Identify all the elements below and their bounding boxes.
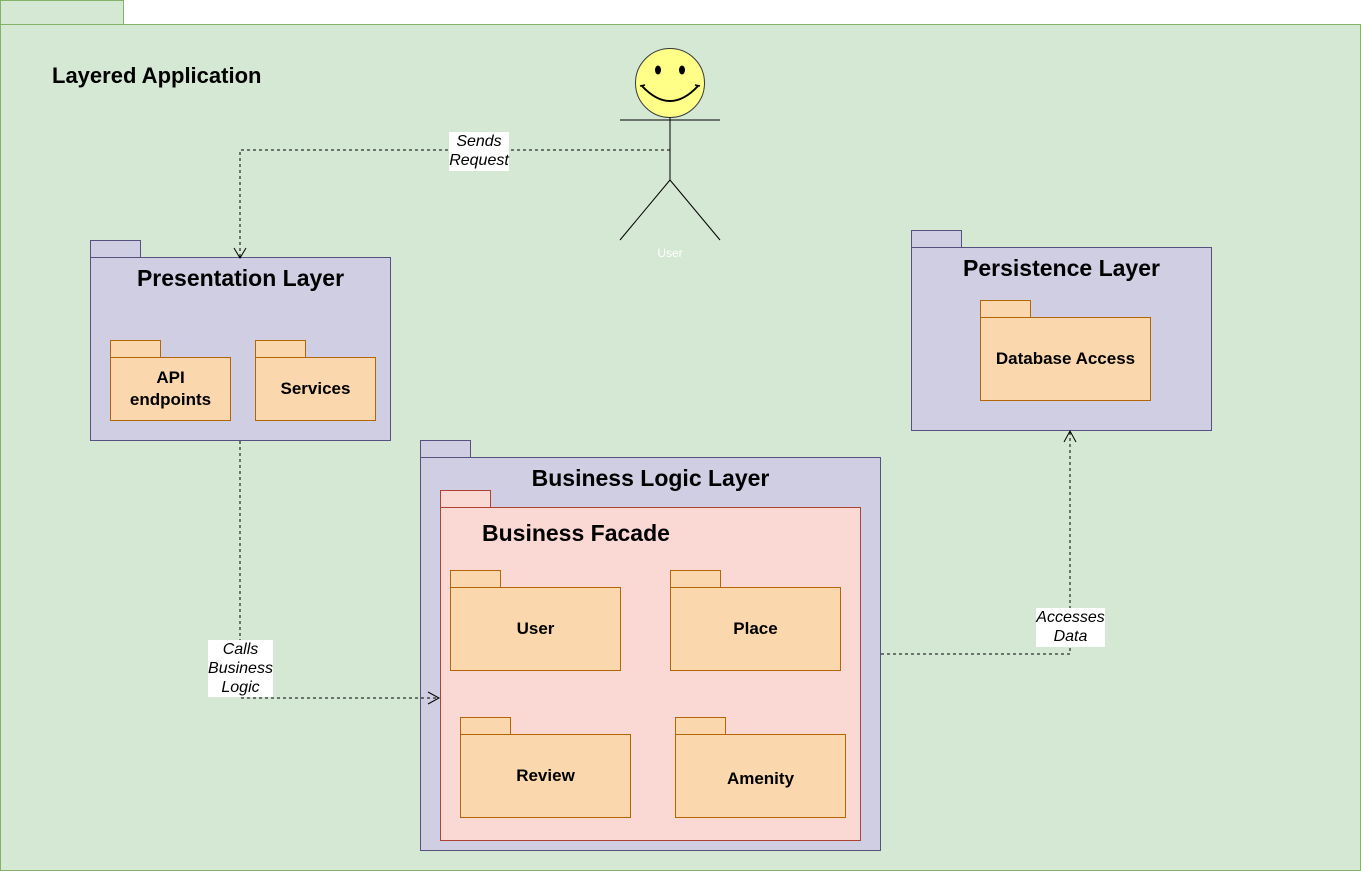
user-actor bbox=[619, 48, 721, 241]
sends-request-arrowhead bbox=[233, 247, 247, 259]
user-package-label: User bbox=[516, 619, 555, 638]
services-package bbox=[255, 357, 376, 421]
user-actor-label: User bbox=[657, 246, 683, 260]
user-package bbox=[450, 587, 621, 671]
accesses-data-label: Accesses Data bbox=[1036, 608, 1105, 647]
accesses-data-arrowhead bbox=[1063, 429, 1077, 443]
sends-request-label: Sends Request bbox=[449, 132, 509, 171]
presentation-layer-title: Presentation Layer bbox=[136, 265, 345, 291]
review-package bbox=[460, 734, 631, 818]
calls-business-logic-edge bbox=[239, 441, 438, 699]
api-endpoints-label: API endpoints bbox=[129, 368, 212, 409]
amenity-package-label: Amenity bbox=[726, 769, 795, 788]
review-package-label: Review bbox=[516, 766, 575, 785]
smiley-face-icon bbox=[635, 48, 705, 118]
api-endpoints-package bbox=[110, 357, 231, 421]
calls-business-logic-arrowhead bbox=[427, 691, 441, 705]
services-label: Services bbox=[280, 379, 351, 398]
business-logic-layer-title: Business Logic Layer bbox=[531, 465, 770, 491]
diagram-title: Layered Application bbox=[52, 63, 262, 88]
amenity-package bbox=[675, 734, 846, 818]
business-facade-title: Business Facade bbox=[482, 520, 670, 546]
place-package-label: Place bbox=[733, 619, 778, 638]
database-access-package bbox=[980, 317, 1151, 401]
database-access-label: Database Access bbox=[995, 349, 1136, 368]
accesses-data-edge bbox=[881, 432, 1071, 655]
place-package bbox=[670, 587, 841, 671]
calls-business-logic-label: Calls Business Logic bbox=[208, 640, 273, 697]
persistence-layer-title: Persistence Layer bbox=[963, 255, 1160, 281]
